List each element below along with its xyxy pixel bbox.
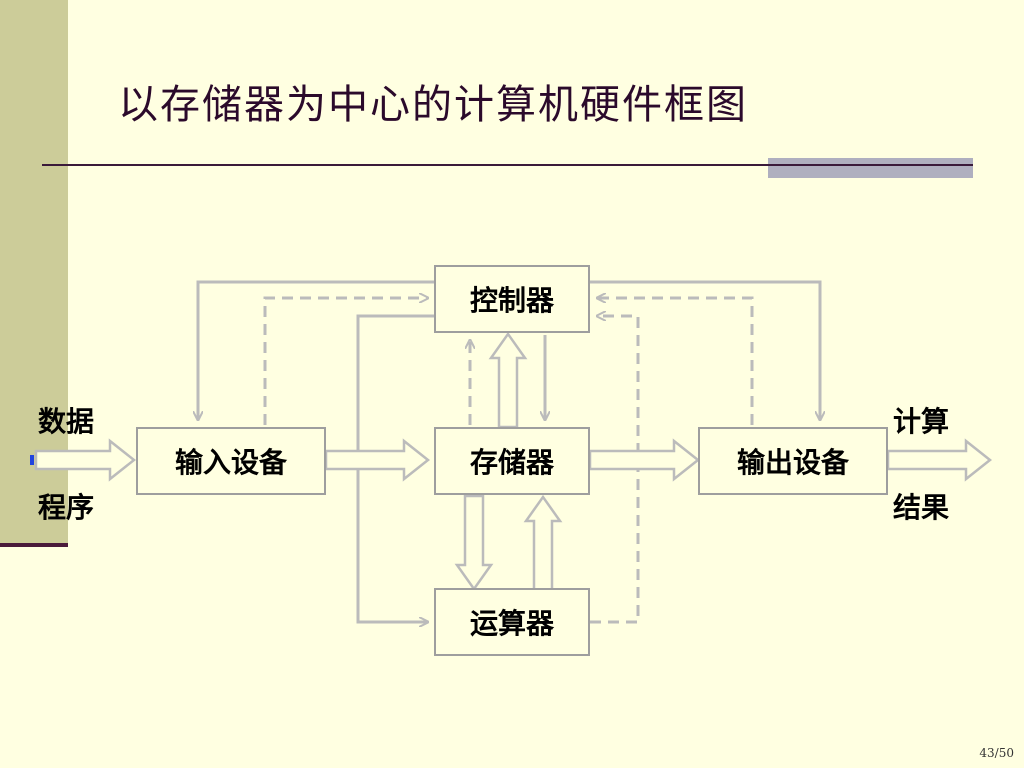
ctrl-to-input-line [198,280,435,420]
alu-box: 运算器 [434,588,590,656]
label-data: 数据 [38,405,95,438]
memory-to-alu-arrow [454,494,494,592]
ctrl-to-output-line [590,280,820,420]
title-rule-accent [768,158,973,178]
title-rule [42,164,972,166]
label-result: 结果 [893,491,950,524]
data-in-arrow [34,438,137,482]
sidebar-underline [0,543,68,547]
label-program: 程序 [38,491,95,524]
memory-box: 存储器 [434,427,590,495]
slide-title: 以存储器为中心的计算机硬件框图 [118,82,748,128]
alu-to-memory-arrow [523,494,563,592]
label-calc: 计算 [893,405,950,438]
output-to-ctrl-dashed [597,298,754,425]
page-number: 43/50 [979,746,1014,760]
input-to-ctrl-dashed [263,298,428,425]
memory-to-ctrl-arrow [488,331,528,429]
title-rule-accent-line [768,164,973,166]
input-device-box: 输入设备 [136,427,326,495]
result-out-arrow [886,438,993,482]
input-to-memory-arrow [324,438,431,482]
output-device-box: 输出设备 [698,427,888,495]
controller-box: 控制器 [434,265,590,333]
memory-to-output-arrow [588,438,701,482]
slide-marker [30,455,34,465]
